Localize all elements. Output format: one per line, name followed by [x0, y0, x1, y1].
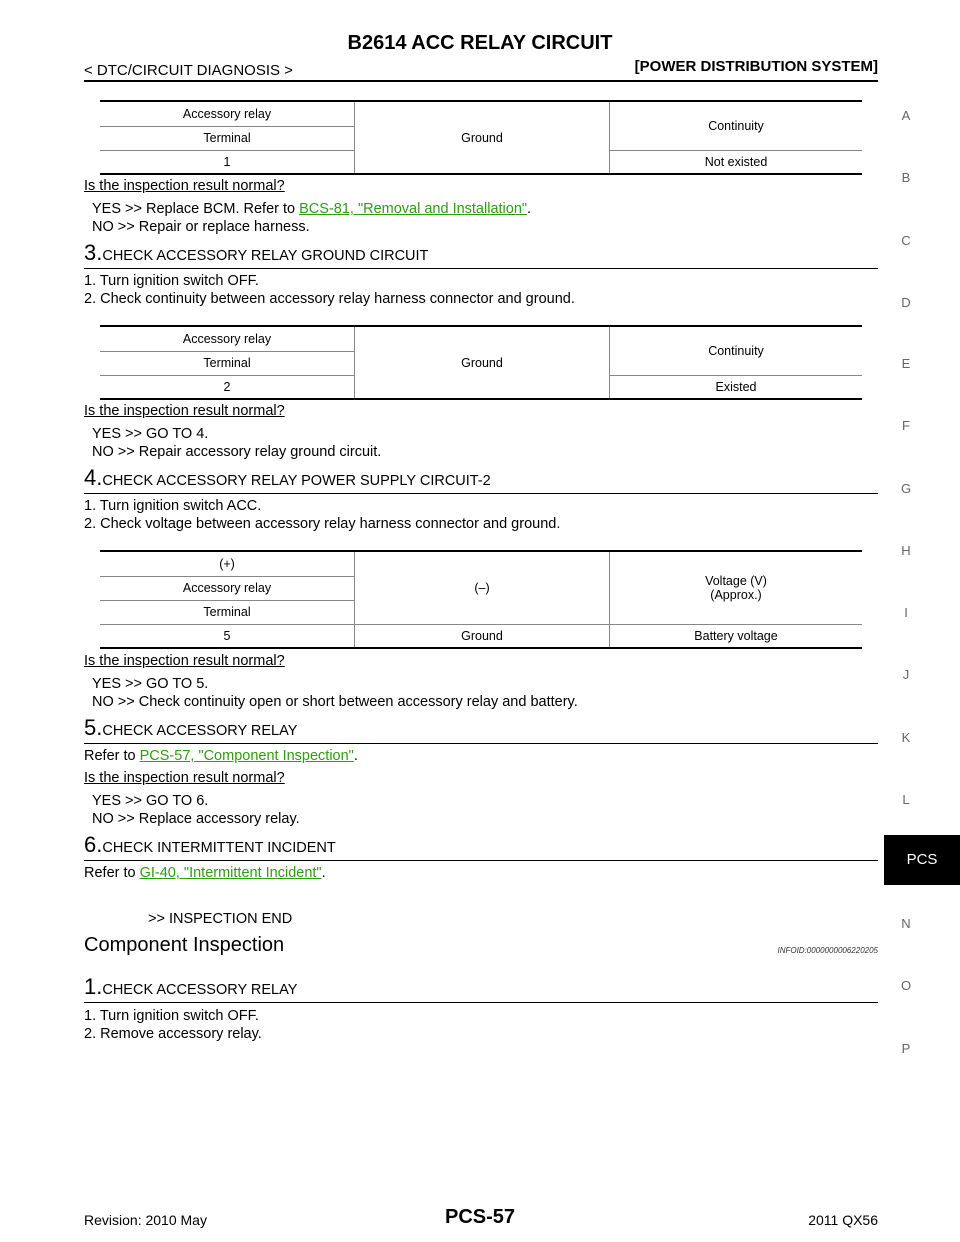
- side-index-i[interactable]: I: [904, 605, 908, 620]
- step-title: CHECK ACCESSORY RELAY POWER SUPPLY CIRCU…: [102, 473, 491, 489]
- component-step-1-header: 1.CHECK ACCESSORY RELAY: [84, 974, 297, 1000]
- approx-label: (Approx.): [710, 587, 762, 602]
- step-number: 3.: [84, 240, 103, 265]
- step-divider: [84, 860, 878, 861]
- table-cell: Not existed: [704, 154, 768, 169]
- header-divider: [84, 80, 878, 82]
- step-divider: [84, 1002, 878, 1003]
- table-cell: Accessory relay: [100, 576, 355, 601]
- table-cell: Battery voltage: [694, 628, 778, 643]
- table-cell: Existed: [715, 379, 757, 394]
- step-6-header: 6.CHECK INTERMITTENT INCIDENT: [84, 832, 336, 858]
- info-id: INFOID:0000000006220205: [777, 946, 878, 955]
- side-index-d[interactable]: D: [901, 295, 911, 310]
- voltage-header: Voltage (V): [705, 573, 767, 588]
- step-number: 1.: [84, 974, 103, 999]
- section-title: Component Inspection: [84, 934, 285, 956]
- continuity-table-1: Accessory relay Ground Continuity Termin…: [100, 100, 862, 175]
- side-index-o[interactable]: O: [900, 978, 912, 993]
- inspection-question: Is the inspection result normal?: [84, 403, 285, 419]
- table-cell: Voltage (V) (Approx.): [609, 551, 862, 625]
- list-item: 2. Check continuity between accessory re…: [84, 291, 575, 307]
- table-cell: Ground: [354, 101, 610, 174]
- step-3-header: 3.CHECK ACCESSORY RELAY GROUND CIRCUIT: [84, 240, 428, 266]
- table-cell: 2: [100, 375, 355, 399]
- no-result: NO >> Check continuity open or short bet…: [92, 694, 578, 710]
- list-item: 1. Turn ignition switch ACC.: [84, 498, 262, 514]
- table-cell: 1: [100, 150, 355, 174]
- step-divider: [84, 743, 878, 744]
- step-title: CHECK INTERMITTENT INCIDENT: [102, 840, 336, 856]
- list-item: 1. Turn ignition switch OFF.: [84, 1008, 259, 1024]
- bcs-81-link[interactable]: BCS-81, "Removal and Installation": [299, 201, 528, 217]
- list-item: 1. Turn ignition switch OFF.: [84, 273, 259, 289]
- side-index-g[interactable]: G: [900, 481, 912, 496]
- inspection-question: Is the inspection result normal?: [84, 178, 285, 194]
- step-4-header: 4.CHECK ACCESSORY RELAY POWER SUPPLY CIR…: [84, 465, 491, 491]
- refer-text: Refer to: [84, 865, 140, 881]
- step-title: CHECK ACCESSORY RELAY: [102, 982, 298, 998]
- yes-result: YES >> GO TO 4.: [92, 426, 209, 442]
- page-title: B2614 ACC RELAY CIRCUIT: [347, 32, 613, 54]
- table-cell: 5: [100, 624, 355, 648]
- side-index-pcs-active[interactable]: PCS: [884, 835, 960, 885]
- list-item: 2. Check voltage between accessory relay…: [84, 516, 561, 532]
- step-number: 6.: [84, 832, 103, 857]
- no-result: NO >> Repair accessory relay ground circ…: [92, 444, 382, 460]
- step-number: 5.: [84, 715, 103, 740]
- side-index-h[interactable]: H: [901, 543, 911, 558]
- no-result: NO >> Repair or replace harness.: [92, 219, 310, 235]
- model-label: 2011 QX56: [808, 1212, 878, 1228]
- system-label: [POWER DISTRIBUTION SYSTEM]: [634, 58, 878, 75]
- list-item: 2. Remove accessory relay.: [84, 1026, 262, 1042]
- step-number: 4.: [84, 465, 103, 490]
- table-cell: Accessory relay: [100, 326, 355, 352]
- table-cell: Continuity: [609, 101, 862, 151]
- refer-line: Refer to PCS-57, "Component Inspection".: [84, 748, 358, 764]
- table-cell: (–): [354, 551, 610, 625]
- step-divider: [84, 268, 878, 269]
- step-divider: [84, 493, 878, 494]
- gi-40-link[interactable]: GI-40, "Intermittent Incident": [139, 865, 322, 881]
- inspection-question: Is the inspection result normal?: [84, 770, 285, 786]
- revision-label: Revision: 2010 May: [84, 1212, 207, 1228]
- table-cell: Terminal: [100, 351, 355, 376]
- side-index-b[interactable]: B: [901, 170, 911, 185]
- side-index-p[interactable]: P: [901, 1041, 911, 1056]
- voltage-table: (+) (–) Voltage (V) (Approx.) Accessory …: [100, 550, 862, 649]
- table-cell: Continuity: [609, 326, 862, 376]
- inspection-end: >> INSPECTION END: [148, 911, 293, 927]
- side-index-a[interactable]: A: [901, 108, 911, 123]
- yes-result: YES >> GO TO 5.: [92, 676, 209, 692]
- pcs-57-link[interactable]: PCS-57, "Component Inspection": [139, 748, 354, 764]
- step-5-header: 5.CHECK ACCESSORY RELAY: [84, 715, 297, 741]
- table-cell: Terminal: [100, 600, 355, 625]
- inspection-question: Is the inspection result normal?: [84, 653, 285, 669]
- step-title: CHECK ACCESSORY RELAY: [102, 723, 298, 739]
- step-title: CHECK ACCESSORY RELAY GROUND CIRCUIT: [102, 248, 429, 264]
- side-index-j[interactable]: J: [902, 667, 910, 682]
- refer-text: Refer to: [84, 748, 140, 764]
- table-cell: Ground: [354, 624, 610, 648]
- table-cell: (+): [100, 551, 355, 577]
- side-index-c[interactable]: C: [901, 233, 911, 248]
- breadcrumb: < DTC/CIRCUIT DIAGNOSIS >: [84, 62, 293, 79]
- yes-result: YES >> Replace BCM. Refer to BCS-81, "Re…: [92, 201, 532, 217]
- yes-result: YES >> GO TO 6.: [92, 793, 209, 809]
- side-index-n[interactable]: N: [901, 916, 911, 931]
- side-index-e[interactable]: E: [901, 356, 911, 371]
- side-index-l[interactable]: L: [902, 792, 910, 807]
- yes-text: YES >> Replace BCM. Refer to: [92, 201, 300, 217]
- table-cell: Ground: [354, 326, 610, 399]
- table-cell: Accessory relay: [100, 101, 355, 127]
- no-result: NO >> Replace accessory relay.: [92, 811, 300, 827]
- side-index-f[interactable]: F: [902, 418, 910, 433]
- page-number: PCS-57: [444, 1206, 516, 1228]
- table-cell: Terminal: [100, 126, 355, 151]
- side-index-k[interactable]: K: [901, 730, 911, 745]
- refer-line: Refer to GI-40, "Intermittent Incident".: [84, 865, 326, 881]
- continuity-table-2: Accessory relay Ground Continuity Termin…: [100, 325, 862, 400]
